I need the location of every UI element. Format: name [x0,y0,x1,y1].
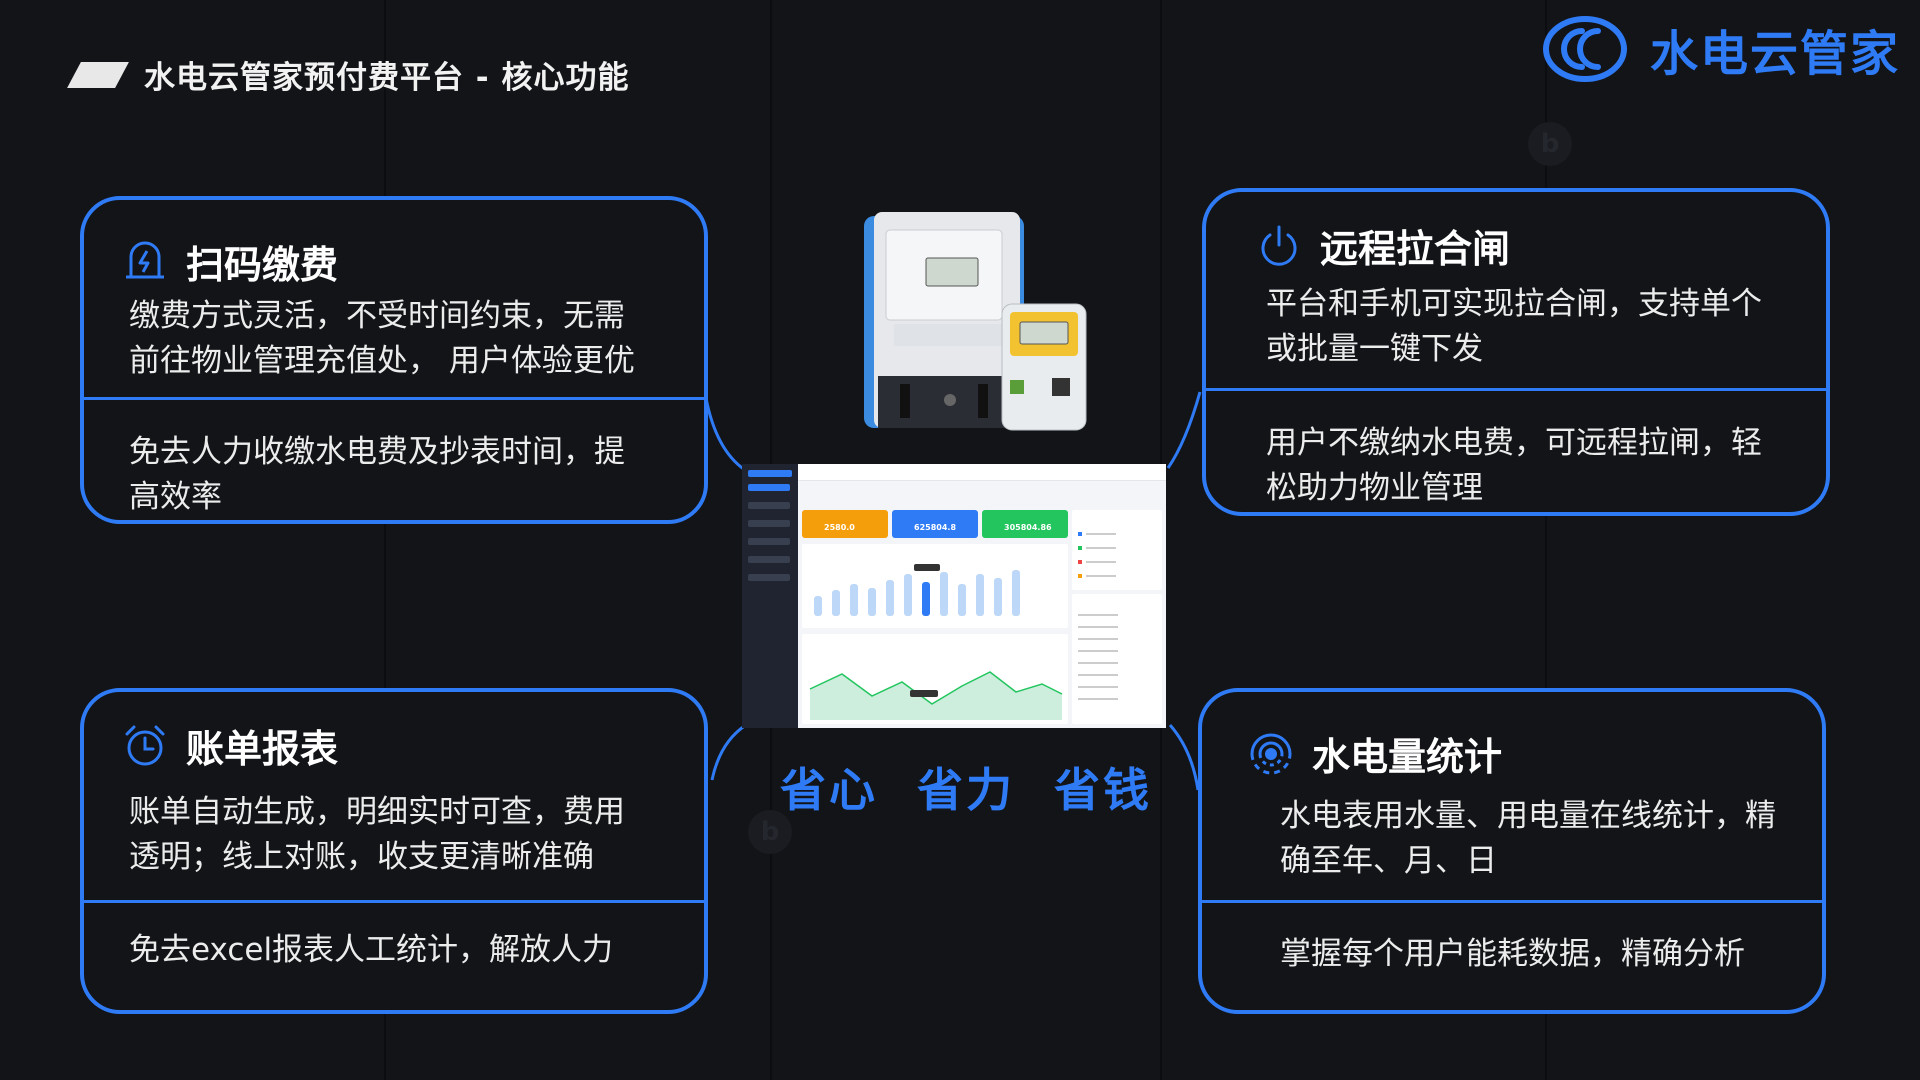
bar-chart-panel [802,544,1068,628]
card-title: 水电量统计 [1312,735,1503,779]
background-stripe [1545,0,1547,1080]
background-stripe [384,0,386,1080]
page-title: 水电云管家预付费平台 - 核心功能 [64,52,629,97]
card-text: 或批量一键下发 [1266,331,1483,367]
card-divider [84,397,704,400]
card-text: 前往物业管理充值处， 用户体验更优 [129,343,635,379]
brand-logo-icon [1542,16,1627,82]
stat-value: 305804.86 [1004,523,1052,532]
card-divider [84,900,704,903]
stat-card: 2580.0 [802,510,888,538]
stat-card: 305804.86 [982,510,1068,538]
card-title: 远程拉合闸 [1320,227,1511,271]
line-chart-panel [802,634,1068,724]
page-title-text: 水电云管家预付费平台 - 核心功能 [144,60,630,96]
feature-card-remote-switch: 远程拉合闸 平台和手机可实现拉合闸，支持单个 或批量一键下发 用户不缴纳水电费，… [1202,188,1830,516]
card-text: 松助力物业管理 [1266,470,1483,506]
dashboard-header [798,464,1166,481]
dashboard-screenshot: 2580.0 625804.8 305804.86 [742,464,1166,728]
card-text: 透明；线上对账，收支更清晰准确 [129,839,594,875]
feature-card-bill-report: 账单报表 账单自动生成，明细实时可查，费用 透明；线上对账，收支更清晰准确 免去… [80,688,708,1014]
card-text: 确至年、月、日 [1280,843,1497,879]
card-text: 掌握每个用户能耗数据，精确分析 [1280,936,1745,972]
power-icon [1261,225,1297,266]
card-text: 平台和手机可实现拉合闸，支持单个 [1266,286,1762,322]
card-text: 水电表用水量、用电量在线统计，精 [1280,798,1776,834]
card-divider [1206,388,1826,391]
list-panel [1072,510,1162,590]
watermark-logo: b [1528,122,1572,166]
slogan: 省心 省力 省钱 [780,763,1153,817]
feature-card-scan-pay: 扫码缴费 缴费方式灵活，不受时间约束，无需 前往物业管理充值处， 用户体验更优 … [80,196,708,524]
ranking-panel [1072,594,1162,724]
dashboard-sidebar [742,464,798,728]
bar-chart-graphic [814,564,1020,616]
card-text: 高效率 [129,479,222,515]
line-chart-graphic [809,671,1063,720]
lightning-bell-icon [126,241,164,278]
brand-name: 水电云管家 [1649,26,1900,82]
card-divider [1202,900,1822,903]
card-text: 免去人力收缴水电费及抄表时间，提 [129,434,625,470]
card-title: 账单报表 [186,727,339,771]
watermark-logo: b [748,810,792,854]
stat-value: 2580.0 [824,523,855,532]
radar-icon [1250,733,1292,774]
stat-card: 625804.8 [892,510,978,538]
card-title: 扫码缴费 [186,243,339,287]
card-text: 账单自动生成，明细实时可查，费用 [129,794,625,830]
card-text: 免去excel报表人工统计，解放人力 [129,932,614,968]
stat-value: 625804.8 [914,523,957,532]
alarm-clock-icon [125,725,165,765]
brand: 水电云管家 [1542,14,1900,84]
card-text: 用户不缴纳水电费，可远程拉闸，轻 [1266,425,1762,461]
feature-card-usage-stats: 水电量统计 水电表用水量、用电量在线统计，精 确至年、月、日 掌握每个用户能耗数… [1198,688,1826,1014]
meter-device-image [864,212,1087,431]
card-text: 缴费方式灵活，不受时间约束，无需 [129,298,625,334]
